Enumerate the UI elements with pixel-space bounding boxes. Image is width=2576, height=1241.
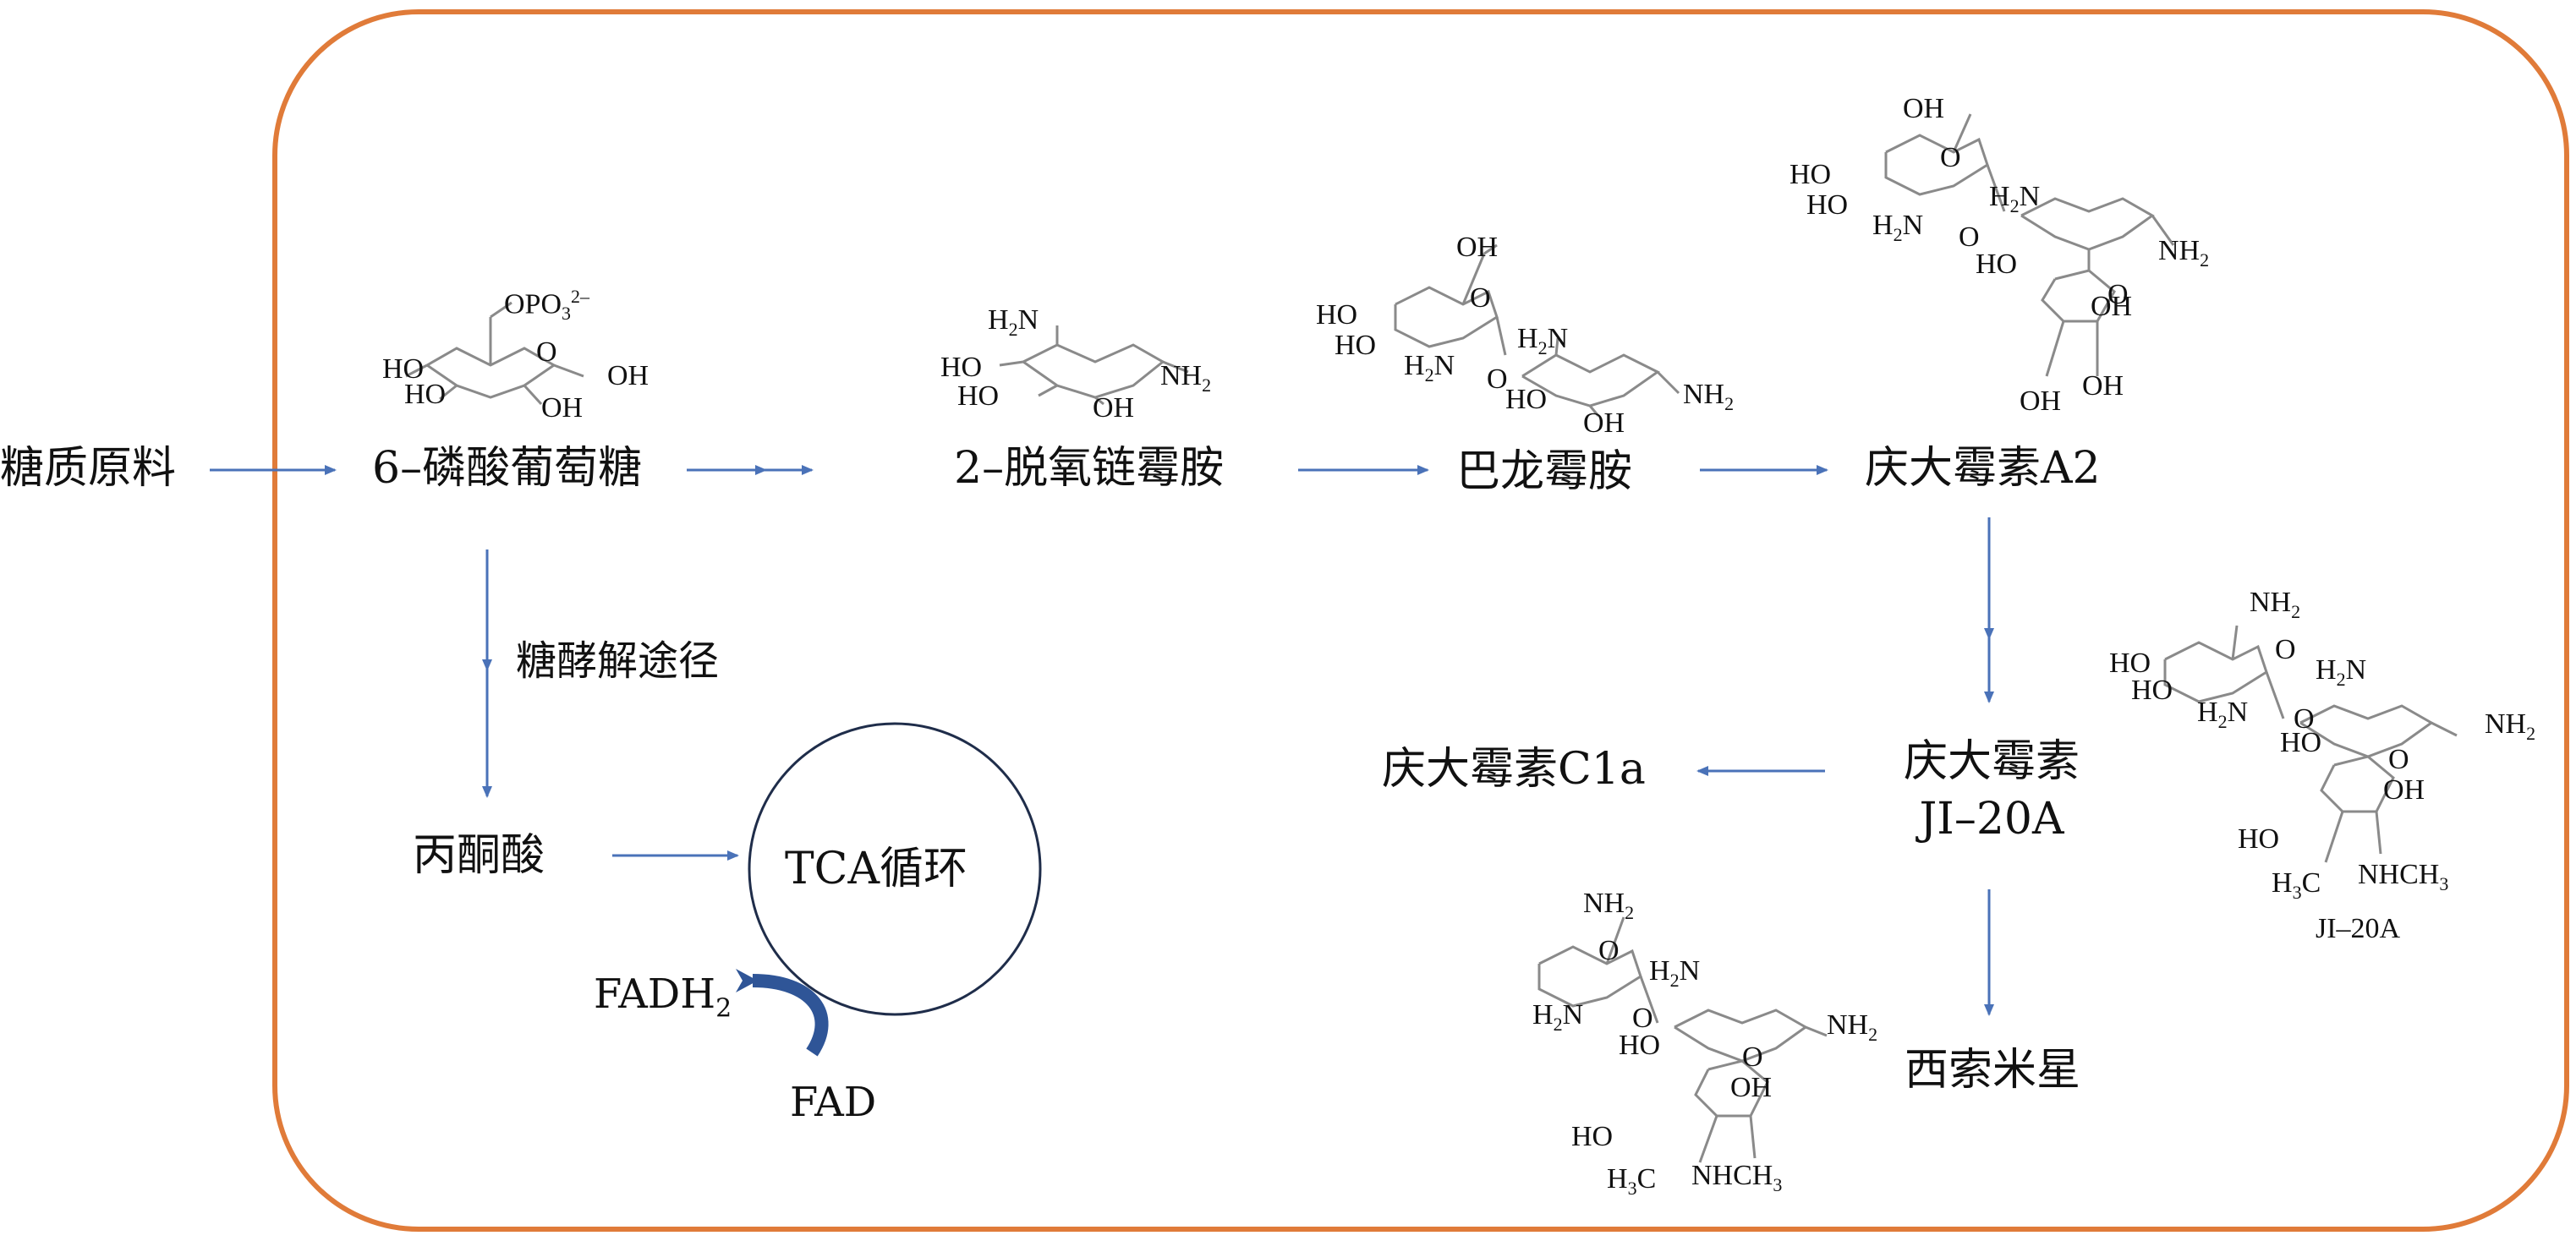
a2-oh-top: OH <box>1903 93 1945 124</box>
structure-gentamicin-a2 <box>1884 113 2175 377</box>
sis-o-ring3: O <box>1742 1041 1763 1073</box>
ji20a-line2: JI–20A <box>1919 793 2064 845</box>
label-paromamine: 巴龙霉胺 <box>1456 446 1633 497</box>
label-gentamicin-a2: 庆大霉素A2 <box>1865 443 2101 494</box>
label-ji20a-caption: JI–20A <box>2316 913 2401 944</box>
ji-oh-3: OH <box>2383 774 2425 806</box>
a2-oh-3: OH <box>2091 291 2133 322</box>
g6p-ho-1: HO <box>382 353 425 385</box>
sis-oh-3: OH <box>1730 1072 1773 1103</box>
sis-h2n-1: H2N <box>1532 999 1584 1035</box>
sis-nhch3: NHCH3 <box>1691 1160 1783 1195</box>
dos-ho-1: HO <box>940 352 983 383</box>
ji-h2n-1: H2N <box>2197 697 2249 732</box>
label-dos: 2–脱氧链霉胺 <box>954 443 1225 494</box>
label-gentamicin-ji20a: 庆大霉素 JI–20A <box>1886 734 2097 848</box>
sis-ho-2: HO <box>1571 1121 1614 1152</box>
sis-ring-o: O <box>1598 935 1620 966</box>
a2-ring-o: O <box>1940 142 1961 173</box>
sis-nh2-top: NH2 <box>1583 888 1635 923</box>
a2-ho-3: HO <box>1976 249 2018 280</box>
fadh2-subscript: 2 <box>715 993 732 1024</box>
ji-ho-4: HO <box>2238 823 2280 855</box>
sis-o-link: O <box>1632 1003 1653 1034</box>
ji-nh2-right: NH2 <box>2485 708 2536 744</box>
frame-border <box>272 9 2569 1232</box>
sis-h3c: H3C <box>1607 1163 1657 1199</box>
ji-h3c: H3C <box>2272 867 2321 903</box>
a2-oh-4: OH <box>2020 385 2062 417</box>
ji-ho-1: HO <box>2109 648 2151 679</box>
fadh2-text: FADH <box>594 970 716 1018</box>
par-ho-1: HO <box>1316 299 1358 331</box>
ji20a-line1: 庆大霉素 <box>1903 736 2080 787</box>
par-ho-3: HO <box>1505 384 1548 415</box>
ji-o-link: O <box>2294 703 2315 735</box>
g6p-ring-o: O <box>536 336 557 368</box>
structure-paromamine <box>1394 243 1680 417</box>
fad-curved-arrow <box>735 968 829 1057</box>
a2-oh-5: OH <box>2082 370 2124 402</box>
label-fad: FAD <box>790 1079 877 1126</box>
g6p-ho-2: HO <box>404 379 447 410</box>
a2-o-link: O <box>1959 221 1980 253</box>
par-nh2: NH2 <box>1683 379 1735 414</box>
par-o-link: O <box>1487 364 1508 395</box>
ji-ho-3: HO <box>2280 727 2322 758</box>
dos-h2n: H2N <box>988 304 1039 340</box>
a2-o-ring3: O <box>2107 279 2129 310</box>
sis-h2n-2: H2N <box>1649 955 1701 991</box>
sis-nh2-right: NH2 <box>1827 1009 1878 1045</box>
par-h2n-2: H2N <box>1517 323 1569 358</box>
dos-ho-2: HO <box>957 380 1000 412</box>
ji-ring-o: O <box>2275 634 2296 665</box>
ji-o-ring3: O <box>2388 744 2409 775</box>
ji-nhch3: NHCH3 <box>2358 859 2449 894</box>
label-g6p: 6–磷酸葡萄糖 <box>372 443 643 494</box>
par-ring-o: O <box>1470 282 1491 314</box>
g6p-opo3: OPO32– <box>504 286 590 325</box>
par-oh-top: OH <box>1456 232 1499 263</box>
a2-h2n-1: H2N <box>1872 210 1924 245</box>
par-oh-2: OH <box>1583 407 1625 439</box>
structure-g6p <box>405 301 584 406</box>
ji-nh2-top: NH2 <box>2250 587 2301 622</box>
dos-oh: OH <box>1093 392 1135 424</box>
sis-ho-1: HO <box>1619 1030 1661 1061</box>
a2-ho-2: HO <box>1806 189 1849 221</box>
a2-ho-1: HO <box>1789 159 1832 190</box>
label-tca: TCA循环 <box>785 844 968 894</box>
label-sisomicin: 西索米星 <box>1905 1045 2081 1096</box>
g6p-oh-1: OH <box>607 360 649 391</box>
structure-sisomicin <box>1537 916 1828 1163</box>
ji-ho-2: HO <box>2131 675 2173 706</box>
g6p-oh-2: OH <box>541 392 584 424</box>
a2-h2n-2: H2N <box>1989 181 2041 216</box>
label-fadh2: FADH2 <box>594 974 732 1022</box>
a2-nh2: NH2 <box>2158 235 2210 271</box>
ji-h2n-2: H2N <box>2316 654 2367 690</box>
label-raw-material: 糖质原料 <box>0 443 177 494</box>
tca-circle <box>748 722 1042 1016</box>
par-h2n-1: H2N <box>1404 350 1455 385</box>
label-glycolysis: 糖酵解途径 <box>516 637 720 685</box>
dos-nh2: NH2 <box>1160 360 1212 396</box>
label-pyruvate: 丙酮酸 <box>413 830 545 881</box>
structure-ji20a <box>2163 625 2458 863</box>
label-gentamicin-c1a: 庆大霉素C1a <box>1382 744 1646 795</box>
par-ho-2: HO <box>1335 330 1377 361</box>
structure-dos <box>999 325 1189 406</box>
